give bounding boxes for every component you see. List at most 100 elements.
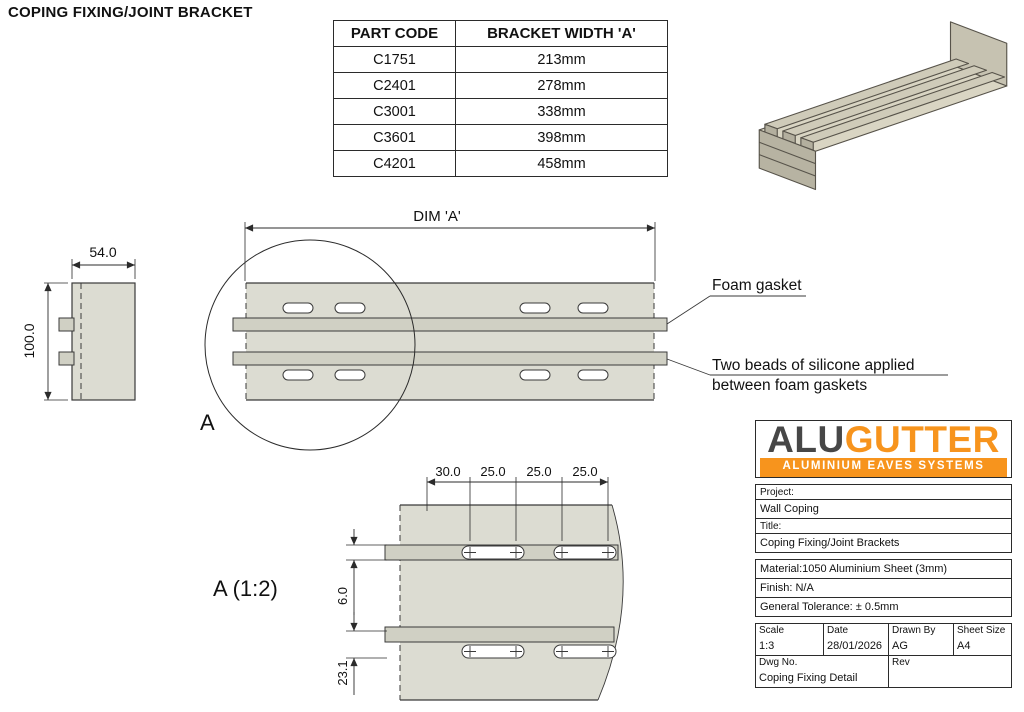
slot (282, 369, 314, 381)
project-label: Project: (756, 485, 1011, 500)
dim-6: 6.0 (335, 587, 350, 605)
sheet-size-cell: Sheet Size A4 (954, 624, 1011, 655)
date-label: Date (827, 625, 849, 636)
slot (461, 644, 525, 659)
logo-box: ALUGUTTER ALUMINIUM EAVES SYSTEMS (755, 420, 1012, 478)
annotations: Foam gasket Two beads of silicone applie… (666, 277, 948, 394)
gasket-layer-line (759, 154, 816, 177)
dim-23: 23.1 (335, 660, 350, 685)
logo-text-alu: ALU (767, 419, 845, 460)
orthographic-views: 54.0 100.0 DIM 'A' (21, 208, 948, 701)
slot (334, 369, 366, 381)
detail-view-label: A (1:2) (213, 576, 278, 601)
slot (553, 545, 617, 560)
part-code-cell: C4201 (333, 150, 456, 177)
bracket-width-cell: 338mm (455, 98, 668, 125)
detail-dimensions: 30.0 25.0 25.0 25.0 6.0 23.1 (335, 464, 609, 695)
gasket-layer-line (759, 141, 816, 165)
dwg-no-cell: Dwg No. Coping Fixing Detail (756, 656, 889, 687)
slot (519, 369, 551, 381)
table-row: C1751 213mm (333, 46, 668, 73)
title-block: ALUGUTTER ALUMINIUM EAVES SYSTEMS Projec… (755, 420, 1012, 694)
part-code-cell: C1751 (333, 46, 456, 73)
table-row: C3601 398mm (333, 124, 668, 151)
scale-label: Scale (759, 625, 785, 636)
slot (519, 302, 551, 314)
dim-a-label: DIM 'A' (413, 208, 461, 225)
logo-text-gutter: GUTTER (844, 419, 1000, 460)
part-code-cell: C3001 (333, 98, 456, 125)
rev-cell: Rev (889, 656, 1011, 687)
side-view-plate (71, 282, 136, 401)
project-title-box: Project: Wall Coping Title: Coping Fixin… (755, 484, 1012, 553)
scale-box: Scale 1:3 Date 28/01/2026 Drawn By AG Sh… (755, 623, 1012, 688)
logo-tagline: ALUMINIUM EAVES SYSTEMS (760, 458, 1007, 477)
table-row: C4201 458mm (333, 150, 668, 177)
detail-view: A (1:2) (213, 504, 624, 701)
sheet-size-value: A4 (957, 640, 971, 652)
bracket-width-cell: 458mm (455, 150, 668, 177)
foam-gasket-strip (232, 317, 668, 332)
table-header-row: PART CODE BRACKET WIDTH 'A' (333, 20, 668, 47)
date-value: 28/01/2026 (827, 640, 883, 652)
sheet-size-label: Sheet Size (957, 625, 1006, 636)
drawn-by-label: Drawn By (892, 625, 936, 636)
dwg-row: Dwg No. Coping Fixing Detail Rev (756, 656, 1011, 687)
detail-marker-label: A (200, 410, 215, 435)
front-view-plate (246, 283, 654, 400)
slot (577, 302, 609, 314)
front-view: DIM 'A' A (200, 208, 668, 451)
bracket-width-cell: 213mm (455, 46, 668, 73)
part-code-cell: C3601 (333, 124, 456, 151)
side-view: 54.0 100.0 (21, 244, 136, 401)
dwg-no-label: Dwg No. (759, 657, 798, 668)
slot (282, 302, 314, 314)
gasket-end (58, 317, 75, 332)
dim-30: 30.0 (435, 464, 460, 479)
foam-gasket-strip (232, 351, 668, 366)
silicone-note-line1: Two beads of silicone applied (712, 357, 915, 374)
bracket-top-face (758, 64, 1008, 152)
foam-gasket-note: Foam gasket (712, 277, 802, 294)
isometric-view (758, 21, 1008, 191)
dim-25: 25.0 (480, 464, 505, 479)
scale-row: Scale 1:3 Date 28/01/2026 Drawn By AG Sh… (756, 624, 1011, 656)
dim-25: 25.0 (526, 464, 551, 479)
table-row: C3001 338mm (333, 98, 668, 125)
slot (553, 644, 617, 659)
leader-line (666, 295, 711, 325)
side-width-dim: 54.0 (89, 244, 116, 260)
bracket-width-cell: 398mm (455, 124, 668, 151)
rev-label: Rev (892, 657, 910, 668)
hole-center-marks (464, 547, 614, 558)
title-value: Coping Fixing/Joint Brackets (760, 537, 900, 549)
dim-25: 25.0 (572, 464, 597, 479)
tolerance-row: General Tolerance: ± 0.5mm (760, 601, 899, 613)
gasket-end (58, 351, 75, 366)
hole-center-marks (464, 646, 614, 657)
finish-row: Finish: N/A (756, 579, 1011, 598)
date-cell: Date 28/01/2026 (824, 624, 889, 655)
drawn-by-value: AG (892, 640, 908, 652)
alugutter-logo: ALUGUTTER (760, 419, 1007, 460)
bracket-3d (758, 21, 1008, 191)
table-row: C2401 278mm (333, 72, 668, 99)
side-height-dim: 100.0 (21, 323, 37, 358)
detail-circle (204, 239, 416, 451)
slot (334, 302, 366, 314)
bracket-width-cell: 278mm (455, 72, 668, 99)
slot (461, 545, 525, 560)
title-label: Title: (756, 519, 1011, 534)
silicone-note-line2: between foam gaskets (712, 377, 867, 394)
bracket-end-flange-down (758, 129, 817, 191)
leader-line (666, 358, 711, 376)
dwg-no-value: Coping Fixing Detail (759, 672, 858, 684)
col-header-bracket-width: BRACKET WIDTH 'A' (455, 20, 668, 47)
parts-table: PART CODE BRACKET WIDTH 'A' C1751 213mm … (333, 20, 668, 177)
drawn-by-cell: Drawn By AG (889, 624, 954, 655)
material-box: Material:1050 Aluminium Sheet (3mm) Fini… (755, 559, 1012, 617)
scale-value: 1:3 (759, 640, 775, 652)
detail-break-arc (597, 504, 624, 701)
project-value: Wall Coping (756, 500, 1011, 519)
